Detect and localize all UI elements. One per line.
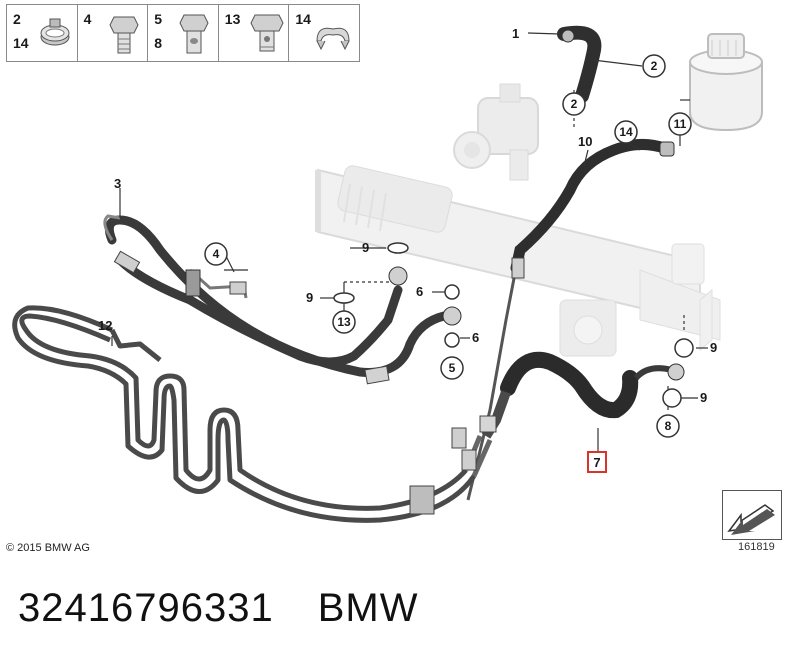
reservoir-ghost [689, 33, 763, 132]
diagram-id: 161819 [738, 541, 775, 553]
callout-9-a: 9 [362, 240, 369, 255]
callout-2-lower: 2 [571, 97, 578, 111]
hose-clamp-icon [40, 18, 70, 46]
legend-number: 8 [154, 35, 162, 51]
exploded-view-drawing: 2 2 11 14 4 13 5 8 1 3 10 12 9 9 9 9 6 6… [12, 25, 763, 523]
callout-6-b: 6 [472, 330, 479, 345]
steering-rack-ghost [315, 165, 721, 357]
direction-arrow-icon [727, 504, 775, 535]
pressure-hose-3 [103, 214, 462, 385]
sealing-rings [333, 242, 694, 408]
legend-number: 13 [224, 11, 241, 27]
legend-number: 2 [13, 11, 21, 27]
hex-bolt-icon [109, 16, 139, 54]
callout-6-a: 6 [416, 284, 423, 299]
line-10 [466, 139, 675, 501]
banjo-bolt-icon [179, 14, 209, 54]
fitting-7-lower [479, 390, 511, 439]
legend-number: 14 [13, 35, 29, 51]
orientation-arrow-box [722, 490, 782, 540]
callout-11: 11 [674, 117, 687, 131]
legend-number: 4 [83, 11, 92, 27]
callout-1: 1 [512, 26, 519, 41]
callout-9-d: 9 [700, 390, 707, 405]
callout-14: 14 [619, 125, 633, 139]
callout-9-b: 9 [306, 290, 313, 305]
legend-number: 14 [295, 11, 311, 27]
hollow-bolt-icon [250, 14, 284, 52]
part-number: 32416796331 [18, 586, 274, 630]
hose-7 [479, 351, 685, 439]
legend-cell-hollow-bolt: 13 [219, 5, 290, 61]
callout-7: 7 [593, 455, 600, 470]
callout-circles [204, 54, 692, 438]
part-footer: 32416796331 BMW [18, 586, 418, 631]
legend-cell-spring-clip: 14 [289, 5, 359, 61]
callout-3: 3 [114, 176, 121, 191]
callout-7-highlight: 7 [587, 451, 607, 473]
power-steering-pump-ghost [453, 83, 539, 181]
fastener-legend: 2 14 4 5 8 [6, 4, 360, 62]
callout-5: 5 [449, 361, 456, 375]
legend-cell-hex-bolt: 4 [78, 5, 149, 61]
callout-4: 4 [213, 247, 220, 261]
callout-13: 13 [337, 315, 351, 329]
cooling-loop-brackets [409, 427, 477, 515]
callout-2-top: 2 [651, 59, 658, 73]
legend-cell-banjo-bolt: 5 8 [148, 5, 219, 61]
legend-number: 5 [154, 11, 162, 27]
spring-clip-icon [316, 27, 350, 51]
callout-9-c: 9 [710, 340, 717, 355]
brand-name: BMW [317, 586, 419, 630]
legend-cell-hose-clamp: 2 14 [7, 5, 78, 61]
callout-10: 10 [578, 134, 592, 149]
callout-12: 12 [98, 318, 112, 333]
callout-8: 8 [665, 419, 672, 433]
hose-1 [557, 25, 602, 103]
copyright-notice: © 2015 BMW AG [6, 542, 90, 554]
